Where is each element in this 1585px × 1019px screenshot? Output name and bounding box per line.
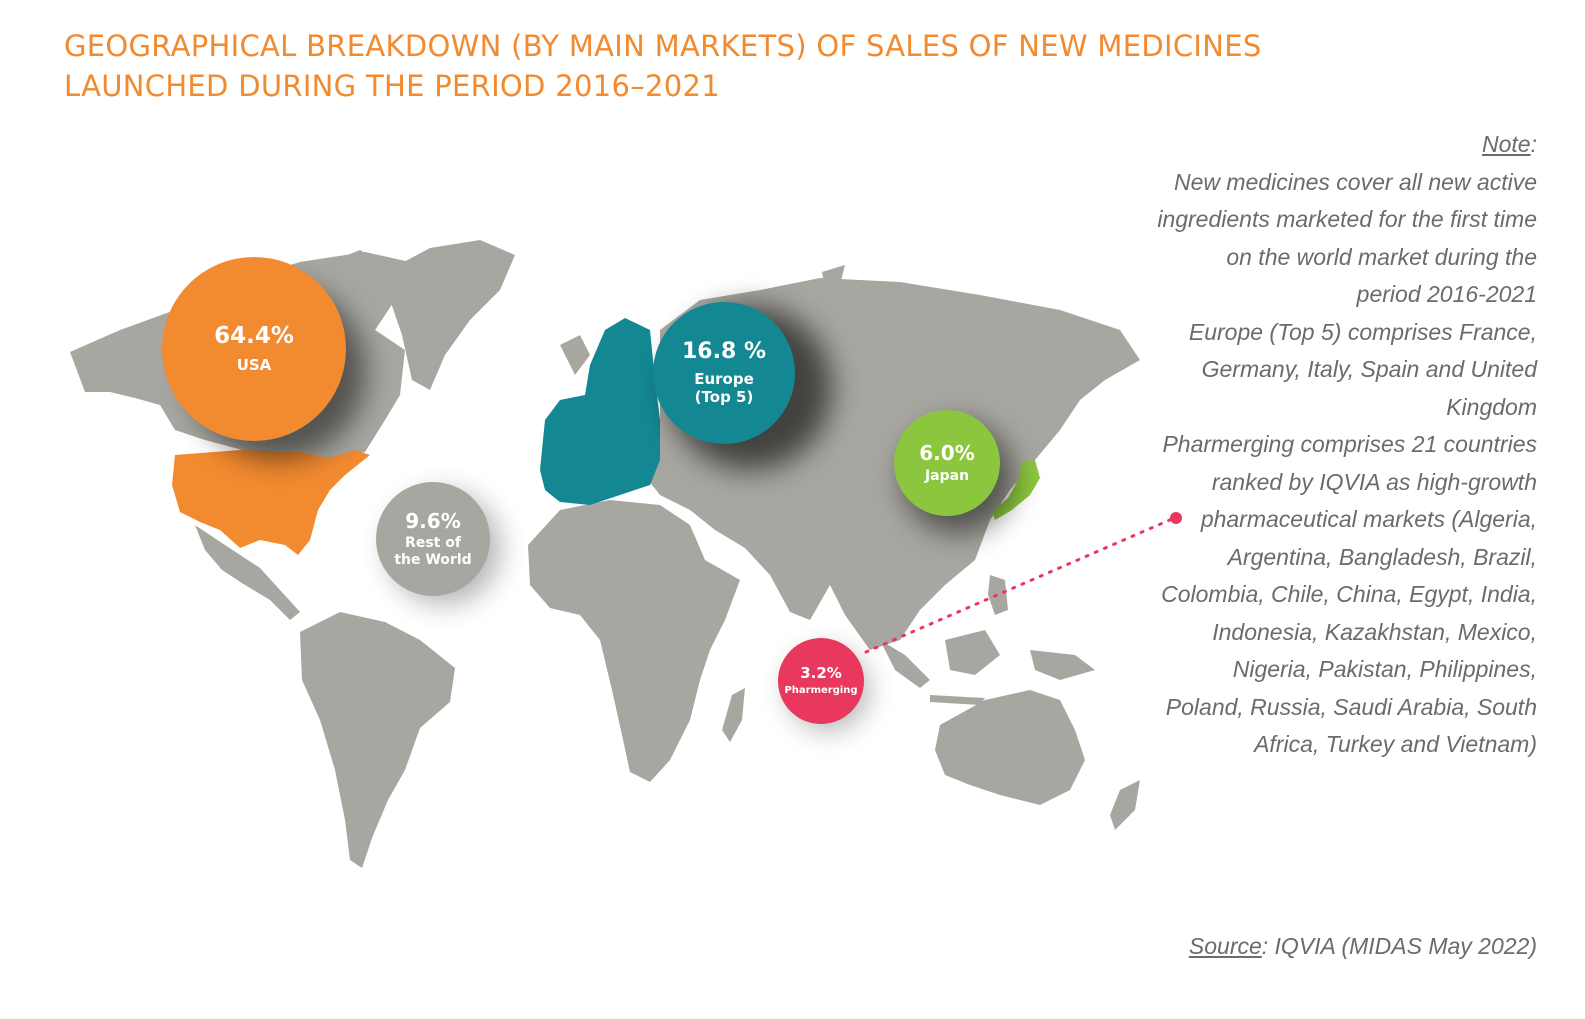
africa (528, 500, 740, 782)
title-line-2: LAUNCHED DURING THE PERIOD 2016–2021 (64, 69, 721, 103)
philippines (988, 575, 1008, 615)
japan-bubble: 6.0% Japan (894, 410, 1000, 516)
rest-of-world-label-line2: the World (394, 551, 472, 568)
pharmerging-connector-dot (1170, 512, 1182, 524)
source-heading: Source (1188, 933, 1262, 959)
arctic-islands-1 (822, 265, 845, 288)
japan-label: Japan (924, 467, 970, 484)
japan-value: 6.0% (919, 440, 975, 465)
sumatra (880, 640, 930, 688)
notes-panel: Note: New medicines cover all new active… (1157, 126, 1537, 764)
rest-of-world-label-line1: Rest of (405, 534, 461, 551)
pharmerging-note-text: Pharmerging comprises 21 countries ranke… (1161, 431, 1537, 757)
europe-top5-region (540, 318, 660, 505)
south-america (300, 612, 455, 868)
pharmerging-label: Pharmerging (784, 684, 858, 696)
usa-bubble: 64.4% USA (162, 257, 346, 441)
uk-ireland-grey-outline (560, 335, 590, 375)
europe-value: 16.8 % (682, 338, 766, 364)
source-note: Source: IQVIA (MIDAS May 2022) (1157, 928, 1537, 966)
europe-note-text: Europe (Top 5) comprises France, Germany… (1188, 318, 1537, 420)
rest-of-world-bubble: 9.6% Rest of the World (376, 482, 490, 596)
usa-region (172, 450, 370, 555)
usa-value: 64.4% (214, 323, 294, 350)
rest-of-world-value: 9.6% (405, 508, 461, 533)
madagascar (722, 688, 745, 742)
note-heading-label: Note (1482, 131, 1531, 157)
java (930, 695, 985, 705)
greenland (385, 240, 515, 390)
pharmerging-value: 3.2% (800, 664, 842, 683)
europe-bubble: 16.8 % Europe (Top 5) (653, 302, 795, 444)
title-line-1: GEOGRAPHICAL BREAKDOWN (BY MAIN MARKETS)… (64, 29, 1262, 63)
note-heading-colon: : (1530, 131, 1537, 157)
usa-label: USA (236, 355, 272, 374)
central-america (195, 525, 300, 620)
borneo (945, 630, 1000, 675)
note-heading: Note: (1157, 126, 1537, 164)
new-guinea (1030, 650, 1095, 680)
source-text: : IQVIA (MIDAS May 2022) (1261, 933, 1537, 959)
australia (935, 690, 1085, 805)
europe-label-line2: (Top 5) (694, 388, 754, 407)
chart-title: GEOGRAPHICAL BREAKDOWN (BY MAIN MARKETS)… (64, 26, 1264, 106)
europe-label-line1: Europe (694, 370, 754, 389)
new-zealand (1110, 780, 1140, 830)
arctic-islands-2 (330, 250, 380, 275)
pharmerging-bubble: 3.2% Pharmerging (778, 638, 864, 724)
note-text: New medicines cover all new active ingre… (1157, 168, 1537, 308)
